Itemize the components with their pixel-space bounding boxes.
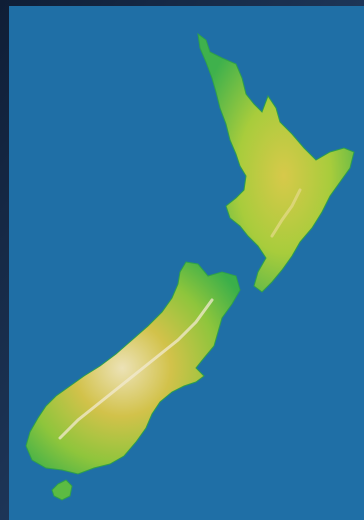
central-plateau-highlight — [270, 188, 302, 238]
stewart-island — [51, 479, 73, 501]
southern-alps-ridge — [58, 298, 214, 440]
north-island — [197, 32, 355, 293]
south-island — [25, 261, 241, 475]
